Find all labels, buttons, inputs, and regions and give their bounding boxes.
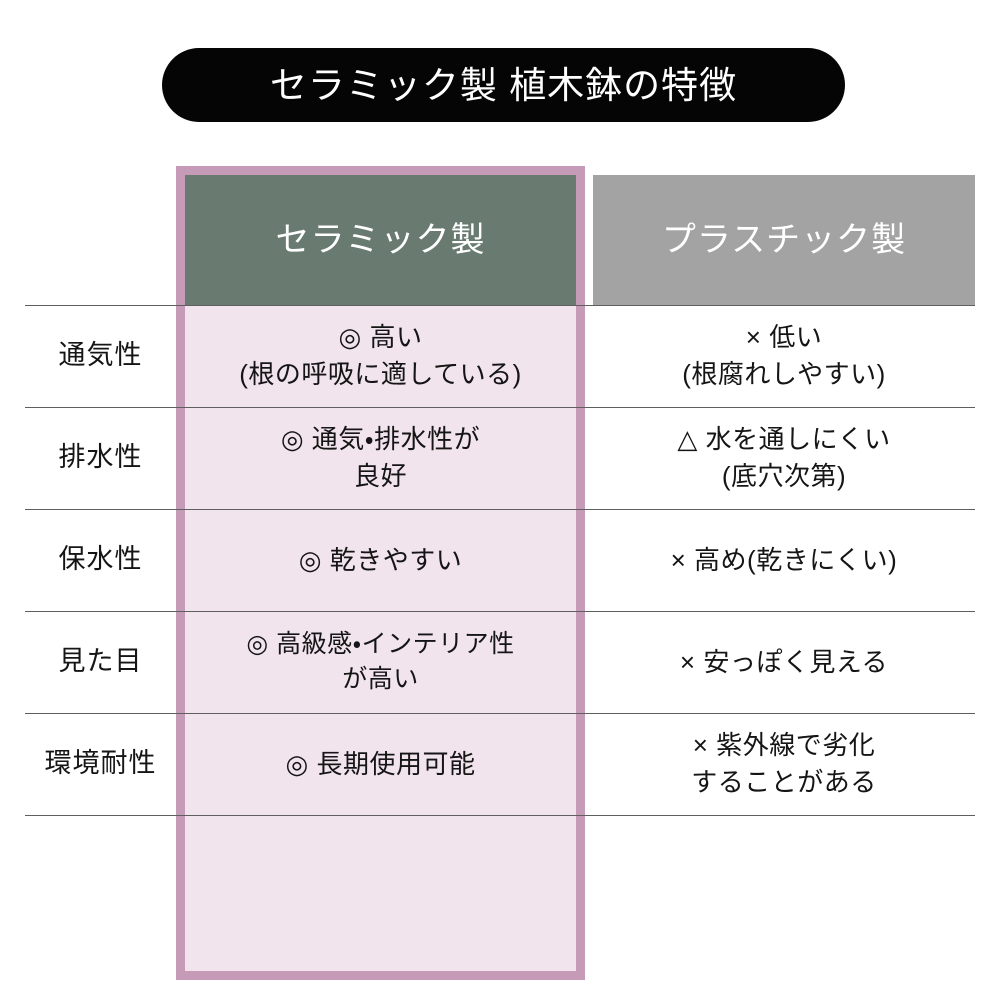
- cell-ceramic-line-1: ◎ 高い: [338, 322, 423, 353]
- column-header-plastic-label: プラスチック製: [661, 221, 907, 259]
- row-divider: [25, 407, 975, 408]
- cell-plastic-line-1: × 紫外線で劣化: [692, 730, 876, 761]
- row-divider: [25, 305, 975, 306]
- title-banner: セラミック製 植木鉢の特徴: [162, 48, 845, 122]
- cell-plastic: × 低い (根腐れしやすい): [593, 305, 975, 407]
- cell-plastic-line-2: (底穴次第): [721, 461, 847, 491]
- cell-ceramic: ◎ 長期使用可能: [185, 713, 576, 815]
- row-divider: [25, 713, 975, 714]
- table-row: 環境耐性 ◎ 長期使用可能 × 紫外線で劣化 することがある: [0, 713, 1000, 815]
- page-title: セラミック製 植木鉢の特徴: [269, 64, 738, 106]
- cell-plastic: × 安っぽく見える: [593, 611, 975, 713]
- row-label: 通気性: [58, 340, 143, 371]
- cell-ceramic: ◎ 通気・排水性が 良好: [185, 407, 576, 509]
- row-label: 保水性: [58, 544, 143, 575]
- cell-plastic-line-1: × 低い: [745, 322, 823, 353]
- row-label-cell: 環境耐性: [25, 713, 176, 815]
- ceramic-column-background: [185, 305, 576, 971]
- row-label-cell: 見た目: [25, 611, 176, 713]
- cell-ceramic: ◎ 高い (根の呼吸に適している): [185, 305, 576, 407]
- row-label: 排水性: [58, 442, 143, 473]
- cell-plastic-line-1: × 安っぽく見える: [679, 646, 889, 677]
- cell-ceramic-line-1: ◎ 高級感・インテリア性: [246, 629, 515, 658]
- column-header-plastic: プラスチック製: [593, 175, 975, 305]
- table-row: 排水性 ◎ 通気・排水性が 良好 △ 水を通しにくい (底穴次第): [0, 407, 1000, 509]
- column-header-ceramic: セラミック製: [185, 175, 576, 305]
- cell-plastic-line-2: することがある: [691, 767, 877, 797]
- cell-ceramic: ◎ 乾きやすい: [185, 509, 576, 611]
- row-label-cell: 保水性: [25, 509, 176, 611]
- cell-plastic: × 紫外線で劣化 することがある: [593, 713, 975, 815]
- cell-ceramic-line-1: ◎ 長期使用可能: [285, 748, 476, 779]
- cell-plastic: × 高め(乾きにくい): [593, 509, 975, 611]
- cell-ceramic-line-1: ◎ 通気・排水性が: [280, 424, 481, 455]
- row-label: 環境耐性: [44, 748, 157, 779]
- cell-ceramic-line-1: ◎ 乾きやすい: [298, 544, 463, 575]
- cell-ceramic-line-2: 良好: [353, 461, 407, 491]
- table-row: 通気性 ◎ 高い (根の呼吸に適している) × 低い (根腐れしやすい): [0, 305, 1000, 407]
- cell-plastic: △ 水を通しにくい (底穴次第): [593, 407, 975, 509]
- cell-ceramic-line-2: (根の呼吸に適している): [239, 359, 522, 389]
- cell-plastic-line-2: (根腐れしやすい): [682, 359, 886, 389]
- row-label-cell: 通気性: [25, 305, 176, 407]
- cell-plastic-line-1: × 高め(乾きにくい): [670, 544, 898, 575]
- row-divider-bottom: [25, 815, 975, 816]
- table-row: 見た目 ◎ 高級感・インテリア性 が高い × 安っぽく見える: [0, 611, 1000, 713]
- cell-ceramic-line-2: が高い: [342, 665, 419, 693]
- row-divider: [25, 611, 975, 612]
- table-row: 保水性 ◎ 乾きやすい × 高め(乾きにくい): [0, 509, 1000, 611]
- cell-plastic-line-1: △ 水を通しにくい: [677, 424, 891, 455]
- row-label-cell: 排水性: [25, 407, 176, 509]
- column-header-ceramic-label: セラミック製: [275, 221, 486, 259]
- row-divider: [25, 509, 975, 510]
- cell-ceramic: ◎ 高級感・インテリア性 が高い: [185, 611, 576, 713]
- row-label: 見た目: [58, 646, 143, 677]
